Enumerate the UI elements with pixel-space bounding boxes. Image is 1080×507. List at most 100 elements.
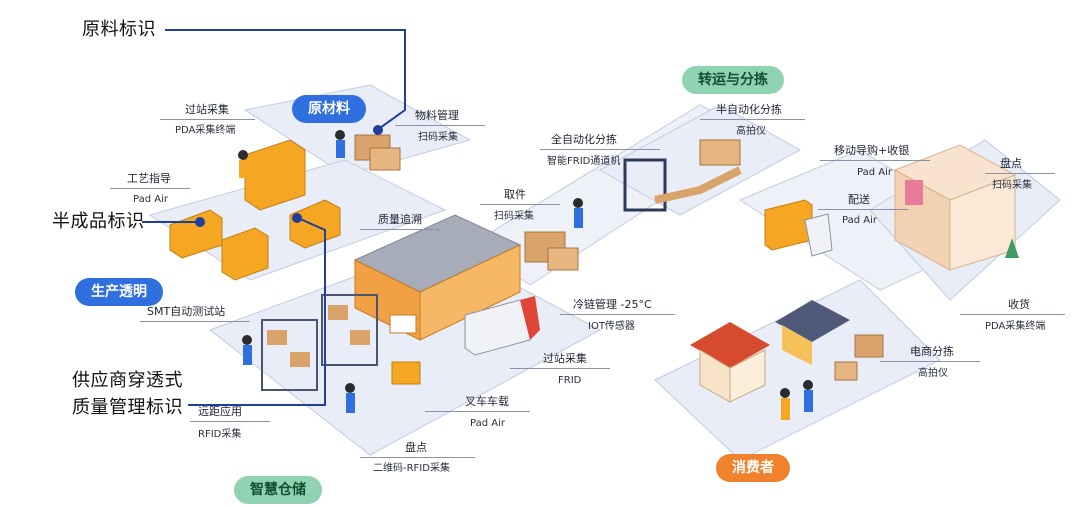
- shelf-box-a: [267, 330, 287, 345]
- worker-5: [573, 198, 583, 208]
- label-underline: [395, 125, 485, 126]
- label-underline: [985, 173, 1055, 174]
- label-underline: [820, 160, 930, 161]
- callout-dot-supplier: [292, 213, 302, 223]
- callout-line-raw: [165, 29, 406, 129]
- machine-4: [289, 199, 341, 249]
- label-mobile-guide: 移动导购+收银: [834, 144, 910, 157]
- label-ecom-sort: 电商分拣: [910, 345, 954, 358]
- label-station-collect-2: 过站采集: [543, 352, 587, 365]
- parcel-pile-2: [547, 247, 579, 271]
- zone-raw-material: 原材料: [292, 95, 366, 123]
- worker-6-body: [804, 390, 813, 412]
- label-delivery-sub: Pad Air: [842, 215, 877, 226]
- worker-6: [803, 380, 813, 390]
- callout-lines: [142, 29, 406, 406]
- shelf-box-c: [328, 305, 348, 320]
- production-machines: [169, 134, 401, 281]
- label-underline: [880, 361, 980, 362]
- raw-boxes-2: [369, 147, 401, 171]
- conveyor: [654, 166, 742, 204]
- label-underline: [360, 229, 440, 230]
- shelf-1: [261, 319, 318, 391]
- machine-3: [221, 227, 269, 281]
- label-stocktake-sub: 扫码采集: [992, 180, 1032, 191]
- label-ecom-sort-sub: 高拍仪: [918, 368, 948, 379]
- label-pad-air: Pad Air: [133, 194, 168, 205]
- callout-semi-product: 半成品标识: [52, 211, 145, 232]
- label-underline: [818, 209, 908, 210]
- label-underline: [960, 314, 1065, 315]
- label-underline: [140, 321, 250, 322]
- label-iot-sensor: IOT传感器: [588, 321, 635, 332]
- machine-1: [244, 139, 306, 211]
- warehouse-side: [419, 244, 521, 341]
- label-underline: [425, 411, 530, 412]
- callout-line-supplier: [188, 217, 326, 406]
- label-delivery: 配送: [848, 193, 870, 206]
- label-underline: [360, 457, 475, 458]
- zone-consumer: 消费者: [716, 454, 790, 482]
- label-stocktake: 盘点: [1000, 157, 1022, 170]
- label-underline: [160, 119, 255, 120]
- warehouse-building: [353, 214, 522, 341]
- label-semi-auto-sort-sub: 高拍仪: [736, 126, 766, 137]
- worker-3-body: [243, 345, 252, 365]
- callout-raw-material: 原料标识: [82, 19, 156, 40]
- label-underline: [190, 421, 270, 422]
- platform-consumer: [654, 279, 941, 461]
- label-auto-sort-sub: 智能FRID通道机: [547, 156, 621, 167]
- label-pickup: 取件: [504, 188, 526, 201]
- label-cold-chain: 冷链管理 -25°C: [573, 298, 652, 311]
- label-quality-trace: 质量追溯: [378, 213, 422, 226]
- label-mobile-guide-sub: Pad Air: [857, 167, 892, 178]
- zone-transport: 转运与分拣: [682, 66, 784, 94]
- warehouse-shelves: [261, 294, 421, 391]
- small-house-roof: [775, 300, 850, 342]
- label-frid: FRID: [558, 375, 582, 386]
- label-remote-app: 远距应用: [198, 405, 242, 418]
- consumer-parcels: [854, 334, 884, 358]
- label-process-guide: 工艺指导: [127, 172, 171, 185]
- label-underline: [480, 204, 560, 205]
- cold-chain-truck: [464, 296, 540, 356]
- callout-supplier-line2: 质量管理标识: [72, 397, 183, 418]
- worker-7-body: [781, 398, 790, 420]
- warehouse-window: [389, 314, 417, 334]
- delivery-truck: [764, 199, 833, 257]
- label-pda-terminal: PDA采集终端: [175, 125, 236, 136]
- worker-4-body: [346, 393, 355, 413]
- delivery-truck-cab: [804, 213, 833, 257]
- retail-store: [893, 144, 1019, 271]
- label-scan-collect: 扫码采集: [418, 132, 458, 143]
- sorting-area: [524, 139, 742, 271]
- label-underline: [700, 119, 805, 120]
- worker-3: [242, 335, 252, 345]
- label-smt-test: SMT自动测试站: [147, 305, 226, 318]
- zone-warehouse: 智慧仓储: [234, 476, 322, 504]
- worker-1-body: [239, 160, 248, 178]
- worker-2: [335, 130, 345, 140]
- worker-4: [345, 383, 355, 393]
- label-auto-sort: 全自动化分拣: [551, 133, 617, 146]
- tree: [1005, 238, 1019, 258]
- label-receiving-sub: PDA采集终端: [985, 321, 1046, 332]
- worker-5-body: [574, 208, 583, 228]
- label-underline: [110, 188, 190, 189]
- callout-dot-raw: [373, 125, 383, 135]
- callout-supplier-line1: 供应商穿透式: [72, 370, 183, 391]
- zone-production: 生产透明: [75, 278, 163, 306]
- shelf-2: [321, 294, 378, 366]
- house-body-right: [729, 349, 766, 403]
- forklift: [391, 361, 421, 385]
- label-inventory: 盘点: [405, 441, 427, 454]
- label-forklift: 叉车车载: [465, 395, 509, 408]
- label-material-mgmt: 物料管理: [415, 109, 459, 122]
- label-station-collect: 过站采集: [185, 103, 229, 116]
- label-qr-rfid: 二维码-RFID采集: [373, 463, 450, 474]
- label-underline: [560, 314, 675, 315]
- frid-channel: [623, 158, 667, 212]
- workers: [238, 130, 813, 420]
- label-rfid-collect: RFID采集: [198, 429, 242, 440]
